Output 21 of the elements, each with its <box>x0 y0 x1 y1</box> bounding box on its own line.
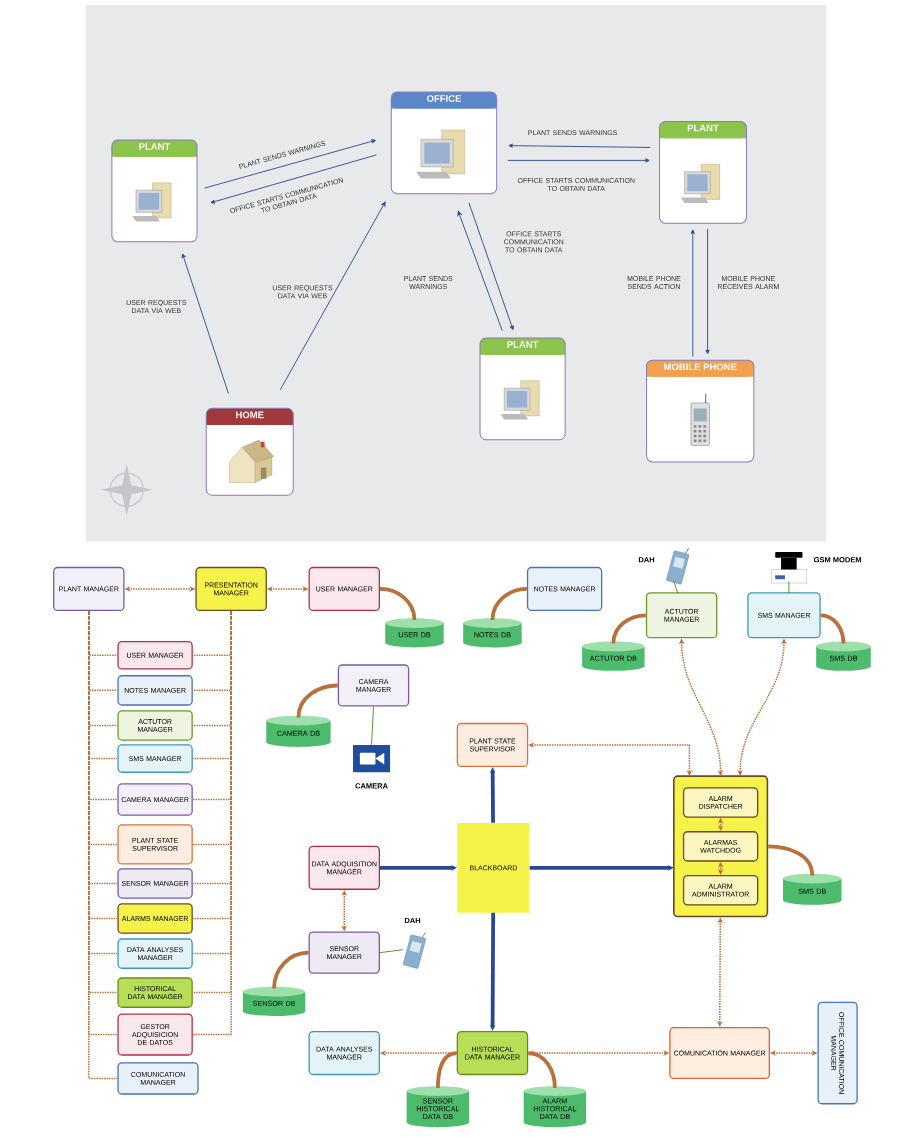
connector-line <box>490 587 527 621</box>
arrow <box>705 228 710 354</box>
connector-line <box>673 580 679 594</box>
connector-line <box>379 587 417 621</box>
arrow <box>457 210 503 332</box>
connector-line <box>528 1051 557 1089</box>
arrow <box>279 201 386 391</box>
connector-line <box>820 613 846 644</box>
arrow <box>690 229 695 357</box>
arrow <box>181 253 229 394</box>
location-card: MOBILE PHONE <box>646 359 755 463</box>
arrow <box>507 158 650 163</box>
arrow <box>210 154 377 204</box>
connector-line <box>272 950 309 989</box>
arrow <box>203 139 376 189</box>
connector-line <box>371 706 374 746</box>
connector-line <box>435 1051 457 1089</box>
arrow <box>468 202 514 331</box>
connector-line <box>788 580 790 594</box>
arrow <box>508 143 651 148</box>
connector-line <box>379 949 404 954</box>
